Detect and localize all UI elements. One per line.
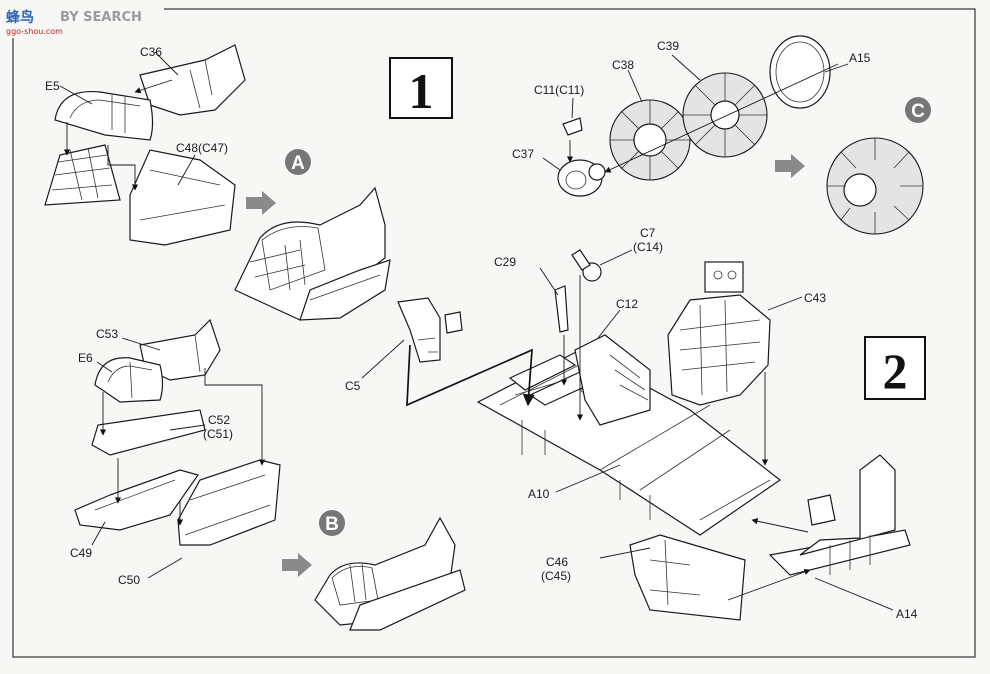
label-c49: C49 <box>70 546 92 560</box>
label-c46-alt: (C45) <box>541 569 571 583</box>
side-panels <box>629 454 911 621</box>
label-c52: C52 <box>208 413 230 427</box>
badge-c: C <box>905 97 931 123</box>
sheet-border <box>12 8 976 658</box>
label-c43: C43 <box>804 291 826 305</box>
label-c46: C46 <box>546 555 568 569</box>
badge-b-text: B <box>325 514 339 535</box>
label-c39: C39 <box>657 39 679 53</box>
label-e6: E6 <box>78 351 93 365</box>
fuselage-b-exploded <box>74 318 281 579</box>
step-arrow-a <box>246 191 276 215</box>
label-e5: E5 <box>45 79 60 93</box>
label-a10: A10 <box>528 487 550 501</box>
badge-c-text: C <box>911 101 925 122</box>
radio-rack <box>667 261 771 406</box>
label-a15: A15 <box>849 51 871 65</box>
watermark-brand-cn: 蜂鸟 <box>6 9 34 26</box>
label-c37: C37 <box>512 147 534 161</box>
fuselage-a-assembled <box>234 186 391 321</box>
step-2-box: 2 <box>864 336 926 400</box>
fuselage-a-exploded <box>44 44 246 246</box>
label-c38: C38 <box>612 58 634 72</box>
engine-assembled <box>826 137 924 235</box>
badge-a-text: A <box>291 153 305 174</box>
watermark-site: ggo-shou.com <box>6 27 63 36</box>
badge-a: A <box>285 149 311 175</box>
label-c7: C7 <box>640 226 656 240</box>
watermark-brand-en: BY SEARCH <box>60 10 142 25</box>
route-c5 <box>406 344 535 407</box>
step-arrow-b <box>282 553 312 577</box>
step-2-number: 2 <box>883 343 908 399</box>
label-c11: C11(C11) <box>534 83 584 97</box>
label-c29: C29 <box>494 255 516 269</box>
label-c48: C48(C47) <box>176 141 228 155</box>
cockpit-floor <box>397 249 782 536</box>
label-c12: C12 <box>616 297 638 311</box>
step-1-number: 1 <box>409 63 434 119</box>
label-c36: C36 <box>140 45 162 59</box>
label-a14: A14 <box>896 607 918 621</box>
engine-exploded <box>542 35 849 197</box>
step-arrow-c <box>775 154 805 178</box>
step-1-box: 1 <box>389 57 453 119</box>
label-c53: C53 <box>96 327 118 341</box>
label-c52-alt: (C51) <box>203 427 233 441</box>
fuselage-b-assembled <box>314 516 466 631</box>
badge-b: B <box>319 510 345 536</box>
label-c50: C50 <box>118 573 140 587</box>
label-c7-alt: (C14) <box>633 240 663 254</box>
watermark: 蜂鸟 BY SEARCH ggo-shou.com <box>4 4 164 38</box>
label-c5: C5 <box>345 379 361 393</box>
